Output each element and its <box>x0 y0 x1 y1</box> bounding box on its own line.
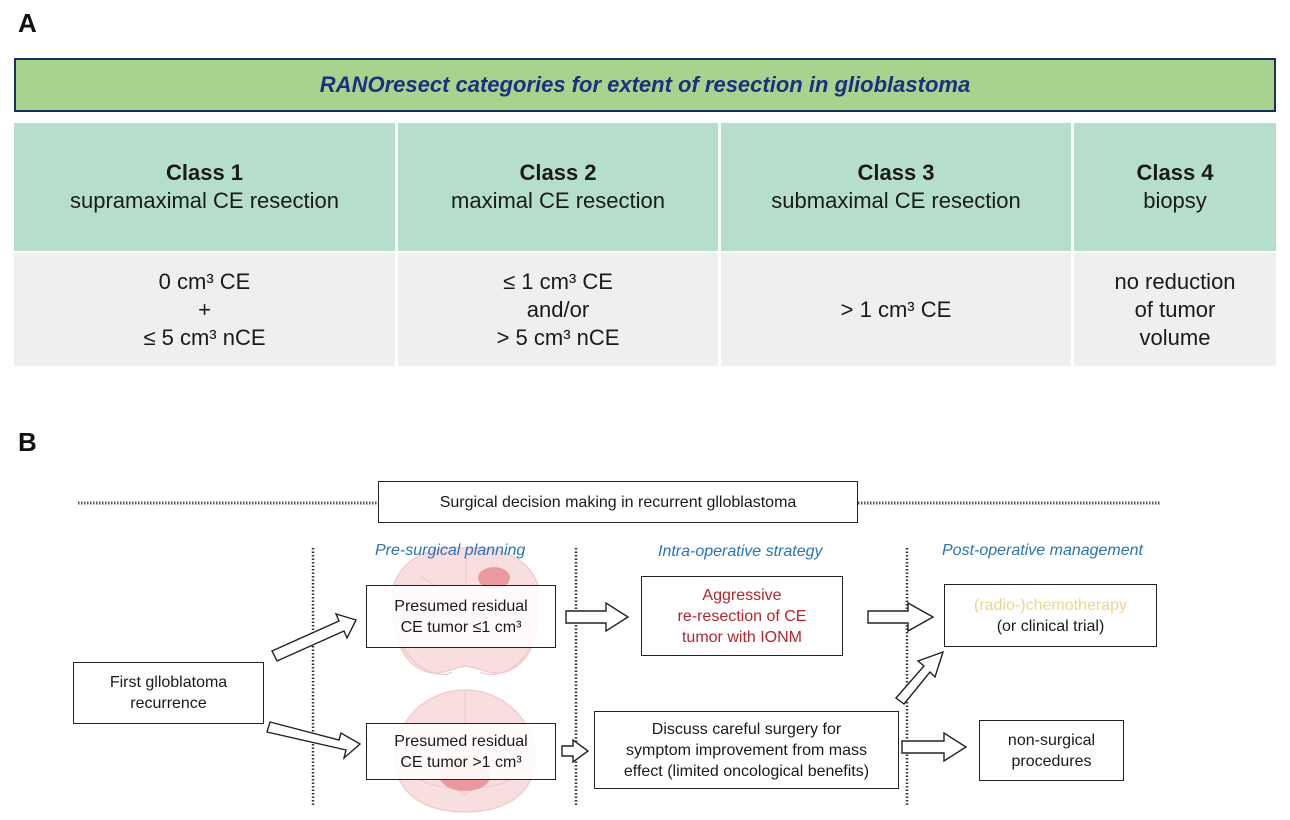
class-4-name: Class 4 <box>1136 160 1214 185</box>
box-line: non-surgical <box>1007 731 1096 749</box>
panel-a-label: A <box>18 8 37 38</box>
phase-intra-operative: Intra-operative strategy <box>658 543 823 560</box>
class-1-subtitle: supramaximal CE resection <box>70 188 339 213</box>
class-2-header: Class 2 maximal CE resection <box>398 123 718 251</box>
box-line: symptom improvement from mass <box>626 741 867 759</box>
phase-post-operative: Post-operative management <box>942 542 1143 559</box>
class-4-criteria-line: no reduction <box>1114 268 1236 294</box>
class-1-criteria-line: ≤ 5 cm³ nCE <box>143 324 266 350</box>
lower-residual-box: Presumed residual CE tumor >1 cm³ <box>366 723 556 780</box>
box-line: Presumed residual <box>394 732 528 750</box>
class-1-criteria-line: + <box>198 296 211 322</box>
panel-b-label: B <box>18 427 37 457</box>
box-line: procedures <box>1011 752 1092 770</box>
class-3-criteria-line: > 1 cm³ CE <box>840 296 952 322</box>
class-2-criteria-line: ≤ 1 cm³ CE <box>503 268 613 294</box>
class-4-criteria-line: volume <box>1139 324 1211 350</box>
non-surgical-box: non-surgical procedures <box>979 720 1124 781</box>
class-4-criteria: no reduction of tumor volume <box>1074 253 1276 366</box>
phase-pre-surgical: Pre-surgical planning <box>375 542 526 559</box>
box-line: Aggressive <box>702 586 782 604</box>
class-1-name: Class 1 <box>165 160 244 185</box>
class-4-criteria-line: of tumor <box>1134 296 1216 322</box>
discuss-surgery-box: Discuss careful surgery for symptom impr… <box>594 711 899 789</box>
chemotherapy-box: (radio-)chemotherapy (or clinical trial) <box>944 584 1157 647</box>
class-2-criteria-line: and/or <box>526 296 590 322</box>
box-line: recurrence <box>130 695 207 712</box>
first-recurrence-box: First glloblatoma recurrence <box>73 662 264 724</box>
box-line: effect (limited oncological benefits) <box>623 762 870 780</box>
class-3-criteria: > 1 cm³ CE <box>721 253 1071 366</box>
upper-residual-box: Presumed residual CE tumor ≤1 cm³ <box>366 585 556 648</box>
flow-title: Surgical decision making in recurrent gl… <box>439 493 797 511</box>
table-title-bar: RANOresect categories for extent of rese… <box>14 58 1276 112</box>
class-1-criteria: 0 cm³ CE + ≤ 5 cm³ nCE <box>14 253 395 366</box>
box-line: (radio-)chemotherapy <box>974 596 1127 614</box>
flow-title-box: Surgical decision making in recurrent gl… <box>378 481 858 523</box>
class-1-header: Class 1 supramaximal CE resection <box>14 123 395 251</box>
class-2-criteria: ≤ 1 cm³ CE and/or > 5 cm³ nCE <box>398 253 718 366</box>
class-3-subtitle: submaximal CE resection <box>771 188 1021 213</box>
box-line: CE tumor ≤1 cm³ <box>400 618 522 636</box>
class-2-name: Class 2 <box>519 160 597 185</box>
box-line: (or clinical trial) <box>996 617 1105 635</box>
box-line: tumor with IONM <box>681 628 802 646</box>
box-line: re-resection of CE <box>677 607 807 625</box>
aggressive-resection-box: Aggressive re-resection of CE tumor with… <box>641 576 843 656</box>
class-4-subtitle: biopsy <box>1143 188 1207 213</box>
box-line: CE tumor >1 cm³ <box>400 753 522 771</box>
class-4-header: Class 4 biopsy <box>1074 123 1276 251</box>
box-line: Presumed residual <box>394 597 528 615</box>
table-title: RANOresect categories for extent of rese… <box>319 72 971 97</box>
box-line: First glloblatoma <box>109 674 228 691</box>
class-2-subtitle: maximal CE resection <box>451 188 665 213</box>
box-line: Discuss careful surgery for <box>651 720 842 738</box>
class-2-criteria-line: > 5 cm³ nCE <box>496 324 620 350</box>
class-3-name: Class 3 <box>857 160 935 185</box>
class-3-header: Class 3 submaximal CE resection <box>721 123 1071 251</box>
class-1-criteria-line: 0 cm³ CE <box>158 268 251 294</box>
